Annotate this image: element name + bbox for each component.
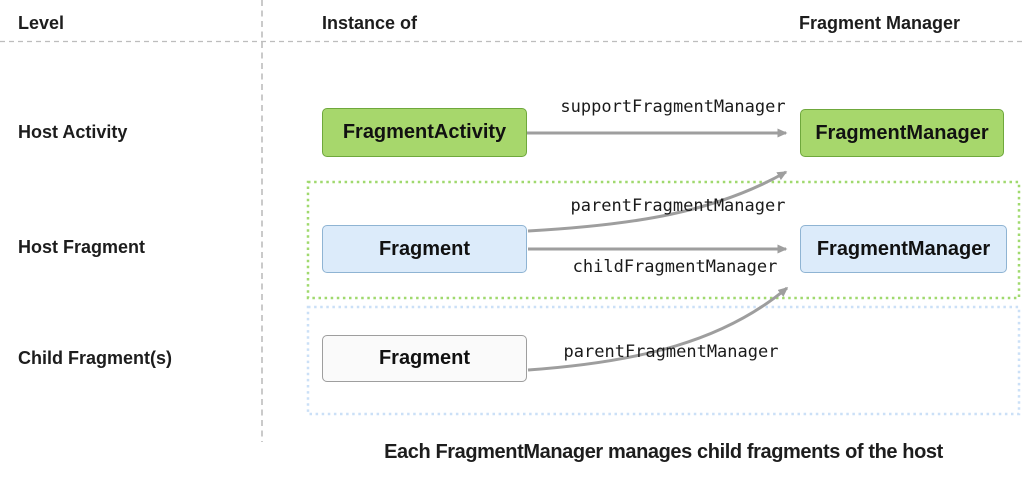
row-label-child-fragments: Child Fragment(s) bbox=[18, 348, 173, 368]
row-label-host-fragment: Host Fragment bbox=[18, 237, 146, 257]
label-support-fragment-manager: supportFragmentManager bbox=[560, 97, 786, 117]
label-child-fragment-manager: childFragmentManager bbox=[572, 257, 778, 277]
node-child-fragment: Fragment bbox=[322, 335, 527, 382]
label-parent-fragment-manager-host: parentFragmentManager bbox=[570, 196, 786, 216]
column-header-fragment-manager: Fragment Manager bbox=[799, 13, 961, 33]
diagram-caption: Each FragmentManager manages child fragm… bbox=[384, 441, 943, 463]
column-header-level: Level bbox=[18, 13, 65, 33]
host-fragment-group-outline bbox=[306, 180, 1021, 300]
node-activity-fragment-manager: FragmentManager bbox=[800, 109, 1004, 157]
child-fragment-group-outline bbox=[306, 305, 1021, 416]
node-host-fragment-manager: FragmentManager bbox=[800, 225, 1007, 273]
arrow-parent-fragment-manager-host bbox=[527, 170, 788, 233]
label-parent-fragment-manager-child: parentFragmentManager bbox=[563, 342, 779, 362]
node-fragment-activity: FragmentActivity bbox=[322, 108, 527, 157]
arrow-parent-fragment-manager-child bbox=[527, 286, 789, 372]
row-label-host-activity: Host Activity bbox=[18, 122, 128, 142]
column-header-instance-of: Instance of bbox=[322, 13, 418, 33]
node-host-fragment: Fragment bbox=[322, 225, 527, 273]
